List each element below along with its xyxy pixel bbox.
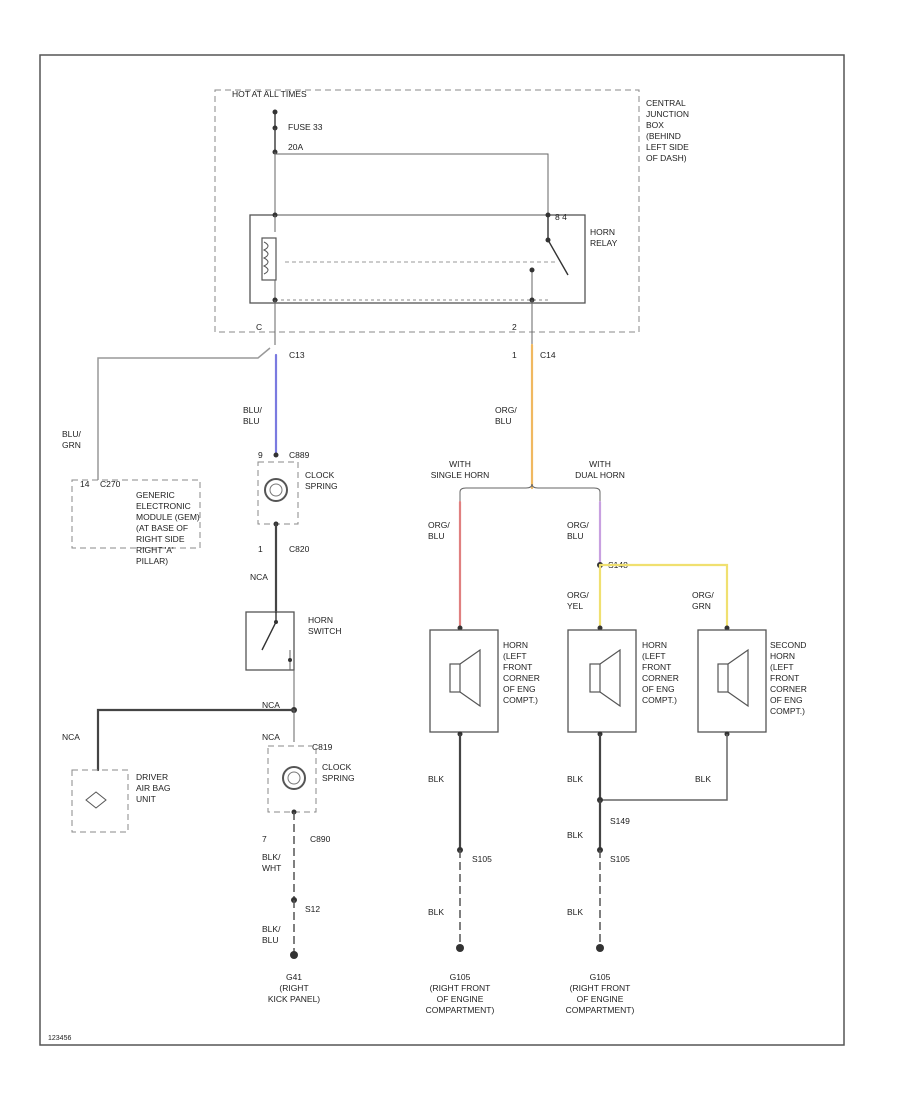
splice-s105a-label: S105 — [472, 854, 492, 864]
wire-blu-blu-label: BLU/BLU — [243, 405, 263, 426]
wire-blu-grn — [97, 347, 271, 480]
clock-spring-1 — [264, 478, 288, 502]
horn-relay-box — [249, 214, 586, 304]
horn-2 — [589, 648, 621, 708]
diagram-id: 123456 — [48, 1035, 71, 1042]
fuse-33 — [272, 109, 278, 155]
ground-g41 — [290, 951, 298, 959]
wire-blk2-label: BLK — [567, 774, 583, 784]
wire-org-blu3-label: ORG/BLU — [567, 520, 589, 541]
wire-blk5-label: BLK — [428, 907, 444, 917]
pin-9-label: 9 — [258, 450, 263, 460]
connector-c889-label: C889 — [289, 450, 310, 460]
wire-blk6-label: BLK — [567, 907, 583, 917]
relay-term-label: 8 4 — [555, 212, 567, 222]
pin-14-label: 14 — [80, 479, 90, 489]
pin-1-label: 1 — [512, 350, 517, 360]
fuse-amps-label: 20A — [288, 142, 303, 152]
hot-at-all-times-label: HOT AT ALL TIMES — [232, 89, 307, 99]
wire-nca3-label: NCA — [62, 732, 80, 742]
horn-switch-box — [245, 611, 295, 671]
wire-nca4-label: NCA — [262, 732, 280, 742]
pin-1b-label: 1 — [258, 544, 263, 554]
wire-blu-grn-label: BLU/GRN — [62, 429, 82, 450]
connector-c270-label: C270 — [100, 479, 121, 489]
wire-blk-blu-label: BLK/BLU — [262, 924, 281, 945]
option-bracket — [459, 483, 601, 502]
wire-blk-3 — [600, 734, 728, 801]
driver-air-bag-unit — [85, 791, 107, 809]
wire-org-yel-label: ORG/YEL — [567, 590, 589, 611]
connector-c819-label: C819 — [312, 742, 333, 752]
horn-1-box — [429, 629, 499, 733]
horn-1 — [449, 648, 481, 708]
wire-blk3-label: BLK — [695, 774, 711, 784]
wire-nca-label: NCA — [250, 572, 268, 582]
connector-c13-label: C13 — [289, 350, 305, 360]
clock-spring-2-outline — [267, 745, 317, 813]
splice-s12-label: S12 — [305, 904, 320, 914]
pin-7-label: 7 — [262, 834, 267, 844]
wire-org-grn-label: ORG/GRN — [692, 590, 714, 611]
wire-nca-airbag — [96, 708, 296, 772]
wire-blk-wht-label: BLK/WHT — [262, 852, 281, 873]
gem-module-outline — [71, 479, 201, 549]
connector-c890-label: C890 — [310, 834, 331, 844]
connector-c820-label: C820 — [289, 544, 310, 554]
pin-c1-label: C — [256, 322, 262, 332]
horn-switch — [261, 612, 292, 670]
central-junction-box-outline — [214, 89, 640, 333]
wire-org-blu2-label: ORG/BLU — [428, 520, 450, 541]
clock-spring-1-outline — [257, 461, 299, 525]
wire-blk4-label: BLK — [567, 830, 583, 840]
fuse-label: FUSE 33 — [288, 122, 323, 132]
splice-s105b-label: S105 — [610, 854, 630, 864]
ground-g105-b — [596, 944, 604, 952]
wire-org-grn — [598, 563, 729, 630]
horn-3-box — [697, 629, 767, 733]
ground-g105-a — [456, 944, 464, 952]
airbag-unit-outline — [71, 769, 129, 833]
wire-org-blu-label: ORG/BLU — [495, 405, 517, 426]
diagram-border — [39, 54, 845, 1046]
horn-2-box — [567, 629, 637, 733]
clock-spring-2 — [282, 766, 306, 790]
horn-relay — [261, 212, 569, 303]
splice-s149-label: S149 — [610, 816, 630, 826]
wire-nca2-label: NCA — [262, 700, 280, 710]
connector-c14-label: C14 — [540, 350, 556, 360]
wire-blk1-label: BLK — [428, 774, 444, 784]
horn-3 — [717, 648, 749, 708]
pin-2-label: 2 — [512, 322, 517, 332]
